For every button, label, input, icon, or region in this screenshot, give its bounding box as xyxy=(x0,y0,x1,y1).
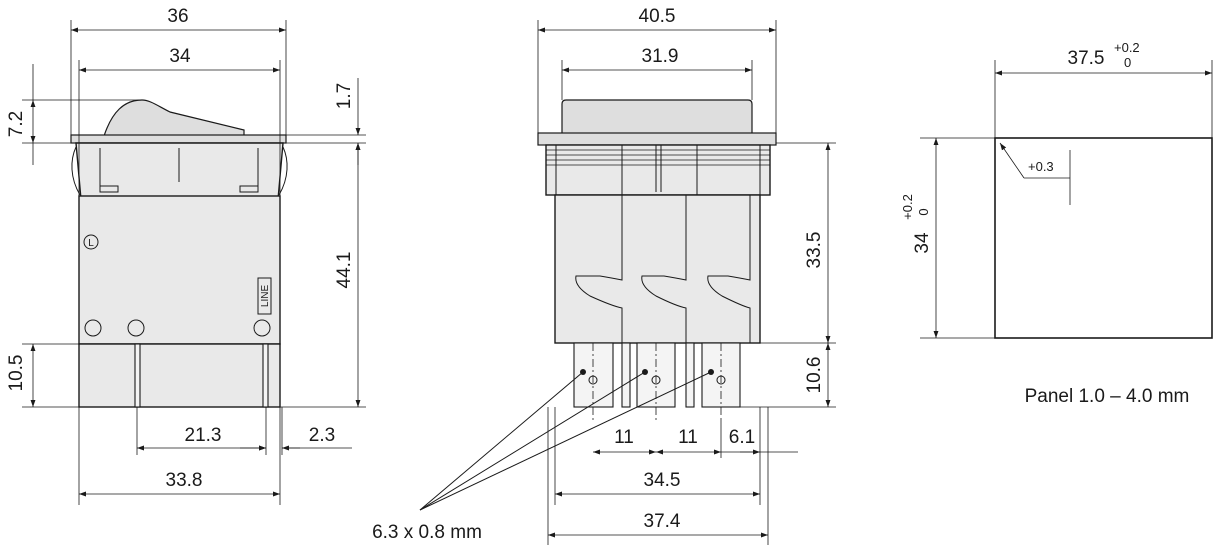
dim-side-terminal-length: 10.5 xyxy=(6,355,27,392)
rivet xyxy=(253,319,271,337)
side-view: L LINE 36 34 7.2 xyxy=(6,6,366,505)
terminal xyxy=(262,343,269,408)
cutout-height-tol-lower: 0 xyxy=(916,208,931,215)
l-symbol xyxy=(83,234,99,250)
cutout-width: 37.5 xyxy=(1068,48,1105,69)
cutout-width-tol-upper: +0.2 xyxy=(1114,40,1140,55)
tab-terminal xyxy=(621,342,631,408)
dim-side-overall-width: 36 xyxy=(167,6,188,27)
cutout-width-tol-lower: 0 xyxy=(1124,55,1131,70)
dim-front-body-width: 37.4 xyxy=(644,511,681,532)
dim-side-body-height: 44.1 xyxy=(334,252,355,289)
dim-terminal-span: 34.5 xyxy=(644,470,681,491)
front-housing xyxy=(554,194,761,344)
l-symbol-text: L xyxy=(88,238,94,249)
cutout-height-tol-upper: +0.2 xyxy=(900,194,915,220)
rivet xyxy=(84,319,102,337)
dim-rocker-width: 31.9 xyxy=(642,46,679,67)
dim-pitch-3: 6.1 xyxy=(729,427,755,448)
terminal xyxy=(134,343,141,408)
corner-radius-label: +0.3 xyxy=(1028,159,1054,174)
panel-cutout xyxy=(994,137,1213,339)
rivet xyxy=(127,319,145,337)
tab-terminal xyxy=(573,342,614,408)
tab-terminal xyxy=(685,342,695,408)
dim-terminal-offset: 2.3 xyxy=(309,425,335,446)
rocker-top xyxy=(561,99,753,135)
dim-flange-thickness: 1.7 xyxy=(334,83,355,109)
bezel-flange xyxy=(70,134,287,144)
terminal-base xyxy=(78,343,281,408)
rocker-button xyxy=(103,99,245,137)
panel-cutout-view: 37.5 +0.2 0 34 +0.2 0 +0.3 Panel 1.0 – 4… xyxy=(900,40,1213,407)
dim-front-body-height: 33.5 xyxy=(804,232,825,269)
dim-pitch-2: 11 xyxy=(678,427,698,448)
dim-rocker-height: 7.2 xyxy=(6,111,27,137)
dim-base-width: 33.8 xyxy=(166,470,203,491)
housing xyxy=(78,195,281,345)
terminal-size-note: 6.3 x 0.8 mm xyxy=(372,522,482,543)
line-marking: LINE xyxy=(260,285,271,308)
front-view: 6.3 x 0.8 mm 40.5 31.9 33.5 10.6 11 11 6… xyxy=(372,6,836,545)
dim-pitch-1: 11 xyxy=(614,427,634,448)
cutout-height: 34 xyxy=(912,232,933,254)
ribbed-collar xyxy=(545,144,771,196)
dim-front-terminal-length: 10.6 xyxy=(804,357,825,394)
dim-terminal-spacing: 21.3 xyxy=(185,425,222,446)
dim-front-overall-width: 40.5 xyxy=(639,6,676,27)
panel-thickness-note: Panel 1.0 – 4.0 mm xyxy=(1025,386,1190,407)
bezel xyxy=(537,132,777,146)
dim-side-inner-width: 34 xyxy=(169,46,191,67)
